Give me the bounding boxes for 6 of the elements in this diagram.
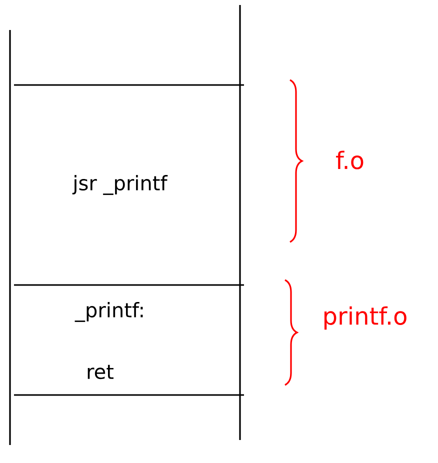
code-text: jsr _printf	[72, 175, 168, 195]
brace-label: printf.o	[324, 306, 406, 330]
node-text: _printf: ret	[74, 302, 143, 380]
code-text: ret	[88, 364, 114, 380]
code-text: _printf:	[74, 302, 143, 322]
brace-label: f.o	[336, 150, 364, 170]
